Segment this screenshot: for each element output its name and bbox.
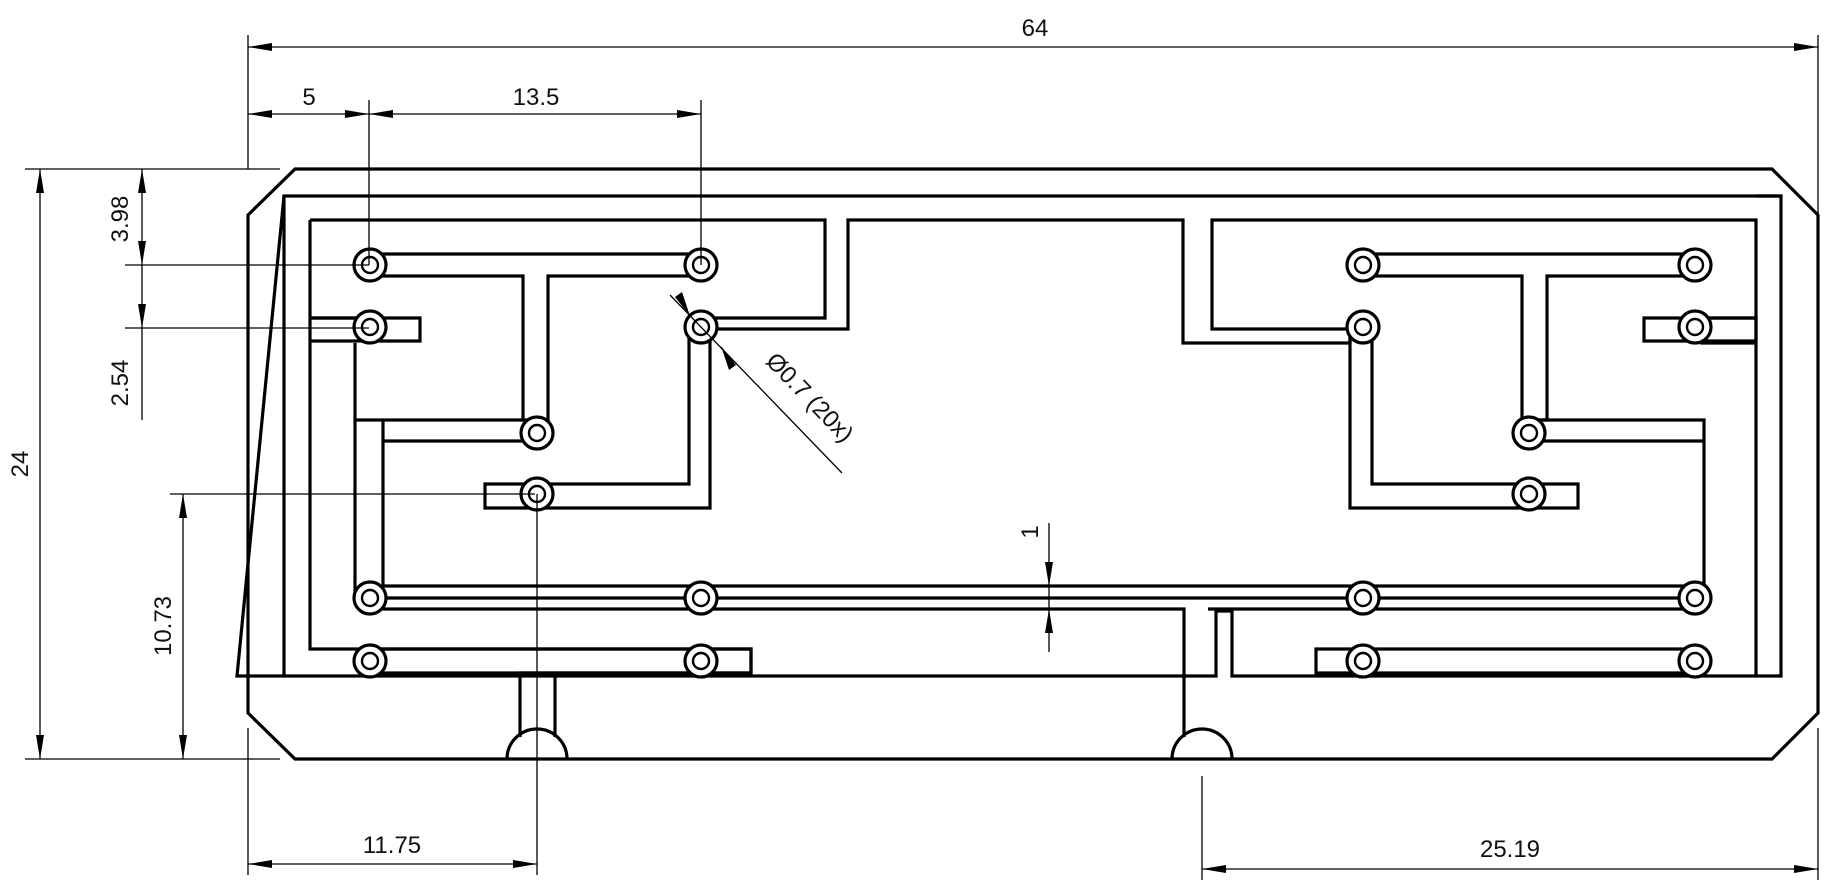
board-outline (246, 167, 1820, 761)
pad-hole-16 (1519, 484, 1539, 504)
trace-right-outer (1754, 194, 1781, 676)
dim-top-offset-y: 3.98 (107, 196, 134, 243)
pad-hole-20 (1685, 651, 1705, 671)
pad-hole-9 (360, 651, 380, 671)
pad-hole-13 (1353, 317, 1373, 337)
pad-hole-15 (1519, 423, 1539, 443)
pad-hole-12 (1685, 255, 1705, 275)
trace-mid-bus (383, 584, 1706, 737)
dim-overall-width: 64 (1022, 15, 1049, 42)
pad-hole-18 (1685, 588, 1705, 608)
trace-row-bottom-left (368, 647, 753, 675)
dim-pad-pitch-y: 2.54 (107, 360, 134, 407)
pad-hole-3 (360, 317, 380, 337)
pad-hole-19 (1353, 651, 1373, 671)
dim-pad-offset-x: 5 (302, 84, 315, 111)
pad-hole-7 (360, 588, 380, 608)
dimension-lines (25, 35, 1819, 880)
trace-left-outer (235, 194, 1783, 678)
dim-hole-diameter: Ø0.7 (20x) (760, 348, 858, 448)
dim-slot-left-x: 11.75 (363, 832, 421, 859)
notch-right (1170, 727, 1234, 760)
trace-right-net (1348, 316, 1580, 510)
trace-network-left (310, 218, 1758, 345)
pad-hole-14 (1685, 317, 1705, 337)
dim-overall-height: 24 (7, 451, 34, 478)
dim-mount-offset-y: 10.73 (150, 596, 177, 656)
dim-pad-pitch-x: 13.5 (513, 84, 560, 111)
dim-slot-right-x: 25.19 (1480, 836, 1540, 863)
pad-hole-5 (527, 423, 547, 443)
pad-hole-10 (691, 651, 711, 671)
pad-hole-17 (1353, 588, 1373, 608)
trace-row1-right (1366, 252, 1706, 422)
pad-hole-11 (1353, 255, 1373, 275)
pad-group (352, 247, 1713, 679)
trace-left-mid (483, 316, 712, 510)
pad-hole-8 (691, 588, 711, 608)
trace-left-inner (353, 343, 1706, 600)
dim-trace-gap: 1 (1017, 525, 1044, 538)
trace-right-stub (1642, 316, 1758, 343)
